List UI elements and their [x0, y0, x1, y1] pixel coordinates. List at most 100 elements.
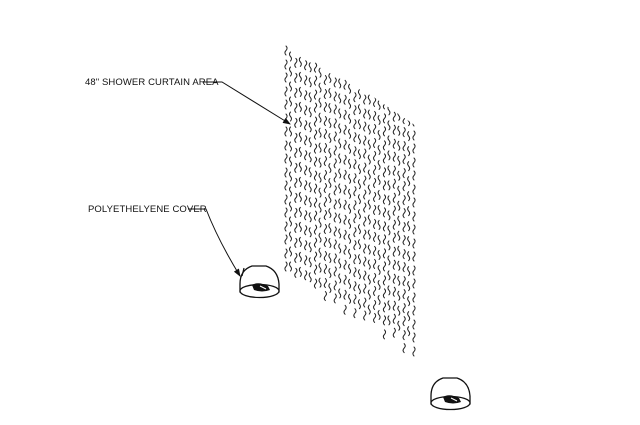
water-streak [363, 121, 367, 132]
water-streak [357, 299, 361, 310]
water-streak [392, 273, 396, 284]
water-streak [412, 143, 416, 154]
water-streak [304, 75, 308, 86]
water-streak [313, 210, 318, 221]
water-streak [318, 67, 322, 78]
water-streak [338, 153, 342, 164]
water-streak [407, 251, 411, 262]
water-streak [289, 246, 292, 257]
water-streak [323, 156, 327, 167]
cover-leader-line [188, 208, 241, 277]
water-streak [343, 169, 347, 180]
water-streak [328, 73, 332, 84]
water-streak [304, 180, 308, 191]
water-streak [308, 77, 312, 88]
water-streak [313, 75, 318, 86]
water-streak [392, 192, 396, 203]
water-streak [377, 129, 381, 140]
water-streak [382, 126, 387, 137]
right-base-cover [430, 377, 471, 411]
water-streak [382, 261, 387, 272]
water-streak [333, 104, 337, 115]
water-streak [357, 119, 361, 130]
water-streak [328, 283, 332, 294]
water-streak [373, 285, 377, 296]
water-streak [343, 199, 347, 210]
water-streak [353, 92, 357, 103]
water-streak [313, 264, 318, 275]
water-streak [392, 205, 396, 216]
water-streak [318, 112, 322, 123]
water-streak [392, 178, 396, 189]
water-streak [407, 191, 411, 202]
water-streak [353, 308, 357, 319]
water-streak [363, 310, 367, 321]
water-streak [367, 109, 371, 120]
water-streak [328, 103, 332, 114]
water-streak [323, 143, 327, 154]
water-streak [318, 277, 322, 288]
left-base-cover [239, 265, 280, 299]
water-streak [373, 150, 377, 161]
water-streak [367, 139, 371, 150]
water-streak [392, 165, 396, 176]
water-streak [353, 105, 357, 116]
water-streak [294, 117, 298, 128]
water-streak [348, 203, 352, 214]
water-streak [402, 235, 406, 246]
water-streak [392, 232, 396, 243]
water-streak [308, 212, 312, 223]
water-streak [377, 279, 381, 290]
water-streak [333, 77, 337, 88]
water-streak [343, 229, 347, 240]
water-streak [308, 182, 312, 193]
water-streak [338, 168, 342, 179]
water-streak [397, 275, 401, 286]
water-streak [367, 229, 371, 240]
water-streak [407, 176, 411, 187]
water-streak [397, 260, 401, 271]
water-streak [308, 227, 312, 238]
water-streak [284, 180, 288, 191]
water-streak [294, 72, 298, 83]
water-streak [377, 159, 381, 170]
water-streak [308, 167, 312, 178]
water-streak [392, 327, 396, 338]
water-streak [308, 242, 312, 253]
water-streak [397, 305, 401, 316]
water-streak [304, 105, 308, 116]
water-streak [397, 185, 401, 196]
water-streak [284, 126, 288, 137]
water-streak [367, 304, 371, 315]
water-streak [313, 156, 318, 167]
water-streak [318, 232, 322, 243]
water-streak [318, 142, 322, 153]
water-streak [323, 210, 327, 221]
water-streak [373, 137, 377, 148]
water-streak [284, 86, 288, 97]
water-streak [304, 120, 308, 131]
water-streak [387, 210, 391, 221]
water-streak [323, 129, 327, 140]
water-streak [338, 123, 342, 134]
water-streak [392, 286, 396, 297]
water-streak [353, 213, 357, 224]
water-streak [348, 128, 352, 139]
water-streak [402, 127, 406, 138]
water-streak [284, 194, 288, 205]
water-streak [363, 243, 367, 254]
water-streak [367, 124, 371, 135]
water-streak [412, 251, 416, 262]
water-streak [328, 88, 332, 99]
water-streak [402, 154, 406, 165]
water-streak [343, 289, 347, 300]
water-streak [308, 197, 312, 208]
water-streak [304, 255, 308, 266]
water-streak [318, 247, 322, 258]
water-streak [412, 265, 416, 276]
water-streak [298, 236, 302, 247]
water-streak [412, 184, 416, 195]
water-streak [367, 184, 371, 195]
water-streak [294, 132, 298, 143]
water-streak [298, 131, 302, 142]
